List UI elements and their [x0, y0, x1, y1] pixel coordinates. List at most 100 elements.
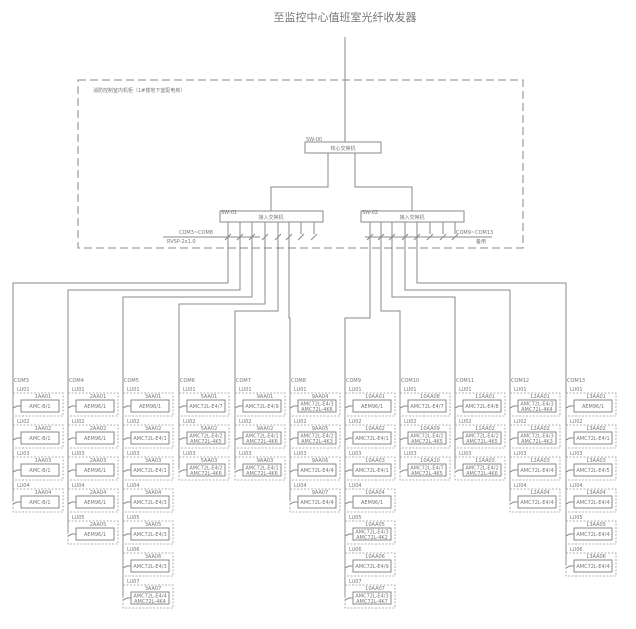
meter-link [122, 405, 131, 409]
meter-model: AEM96/1 [84, 500, 106, 506]
meter-model: AMC72L-E4/1 [133, 468, 166, 474]
port-tick [310, 233, 318, 241]
meter-link [454, 469, 463, 473]
module-address: LU02 [514, 419, 527, 425]
meter-link [234, 437, 243, 441]
com-line-com9 [344, 222, 371, 380]
right-switch-tag: SW-02 [362, 210, 378, 216]
module-address: LU03 [183, 451, 196, 457]
module-address: LU02 [459, 419, 472, 425]
meter-model: AEM96/1 [361, 404, 383, 410]
module-tag: 9AA04 [312, 394, 329, 400]
meter-link [12, 501, 21, 505]
meter-link [454, 405, 463, 409]
module-tag: 1AA02 [35, 426, 52, 432]
module-enclosure [565, 488, 617, 513]
meter-model: AMC-B/1 [29, 468, 50, 474]
meter-model: AMC72L-E4/3 [355, 594, 388, 600]
module-enclosure [289, 424, 341, 449]
module-enclosure [67, 392, 119, 417]
module-tag: 12AA04 [530, 490, 550, 496]
right-switch-label: 接入交换机 [399, 214, 424, 221]
meter-link [12, 405, 21, 409]
com-line-com5 [122, 222, 253, 380]
module-tag: 12AA01 [530, 394, 550, 400]
module-address: LU01 [459, 387, 472, 393]
module-enclosure [454, 392, 506, 417]
module-address: LU01 [349, 387, 362, 393]
meter-link [67, 405, 76, 409]
module-tag: 3AA02 [145, 426, 162, 432]
module-address: LU02 [183, 419, 196, 425]
module-address: LU01 [514, 387, 527, 393]
com-line-com10 [380, 222, 401, 380]
left-switch [219, 210, 324, 223]
com-label: COM5 [124, 378, 139, 384]
com-line-com11 [391, 222, 456, 380]
module-tag: 2AA02 [90, 426, 107, 432]
module-address: LU02 [127, 419, 140, 425]
com-label: COM13 [567, 378, 585, 384]
module-address: LU04 [17, 483, 30, 489]
module-tag: 9AA02 [257, 426, 274, 432]
meter-link [399, 469, 408, 473]
module-enclosure [12, 456, 64, 481]
module-tag: 12AA02 [530, 426, 550, 432]
module-address: LU04 [514, 483, 527, 489]
com-line-com3 [12, 222, 229, 380]
module-address: LU03 [294, 451, 307, 457]
module-tag: 3AA01 [145, 394, 162, 400]
module-tag: 10AA07 [365, 586, 385, 592]
module-enclosure [509, 456, 561, 481]
meter-link [344, 405, 353, 409]
module-enclosure [509, 424, 561, 449]
meter-model-secondary: AMC72L-4K4 [521, 407, 553, 413]
meter-link [122, 533, 131, 537]
module-address: LU06 [349, 547, 362, 553]
module-address: LU01 [127, 387, 140, 393]
module-tag: 9AA07 [312, 490, 329, 496]
meter-model: AMC72L-E4/7 [410, 404, 443, 410]
meter-link [289, 469, 298, 473]
core-switch [304, 141, 382, 154]
module-tag: 1AA01 [35, 394, 52, 400]
module-tag: 11AA03 [475, 458, 495, 464]
module-enclosure [509, 488, 561, 513]
module-enclosure [344, 488, 396, 513]
module-tag: 13AA01 [586, 394, 606, 400]
module-enclosure [122, 584, 174, 609]
meter-model-secondary: AMC72L-4K6 [301, 407, 333, 413]
module-enclosure [12, 424, 64, 449]
meter-model-secondary: AMC72L-4K5 [466, 439, 498, 445]
module-enclosure [289, 456, 341, 481]
meter-model: AMC72L-E4/2 [410, 434, 443, 440]
module-address: LU03 [127, 451, 140, 457]
module-address: LU04 [570, 483, 583, 489]
module-address: LU02 [349, 419, 362, 425]
module-enclosure [122, 552, 174, 577]
com-line-com8 [288, 222, 291, 380]
module-address: LU06 [127, 547, 140, 553]
port-tick [439, 233, 447, 241]
meter-link [67, 437, 76, 441]
module-tag: 13AA02 [586, 426, 606, 432]
module-address: LU04 [72, 483, 85, 489]
module-enclosure [67, 424, 119, 449]
module-tag: 11AA02 [475, 426, 495, 432]
meter-model: AMC72L-E4/5 [576, 468, 609, 474]
port-tick [426, 233, 434, 241]
meter-link [344, 565, 353, 569]
module-tag: 10AA02 [365, 426, 385, 432]
module-enclosure [454, 424, 506, 449]
meter-model: AMC72L-E4/8 [465, 404, 498, 410]
module-tag: 2AA01 [90, 394, 107, 400]
com-label: COM8 [291, 378, 306, 384]
meter-link [178, 405, 187, 409]
meter-model: AMC72L-E4/4 [133, 594, 166, 600]
module-address: LU01 [72, 387, 85, 393]
module-enclosure [289, 392, 341, 417]
meter-model: AMC72L-E4/7 [410, 466, 443, 472]
meter-model-secondary: AMC72L-4K7 [356, 599, 388, 605]
module-enclosure [399, 392, 451, 417]
module-tag: 10AA04 [365, 490, 385, 496]
